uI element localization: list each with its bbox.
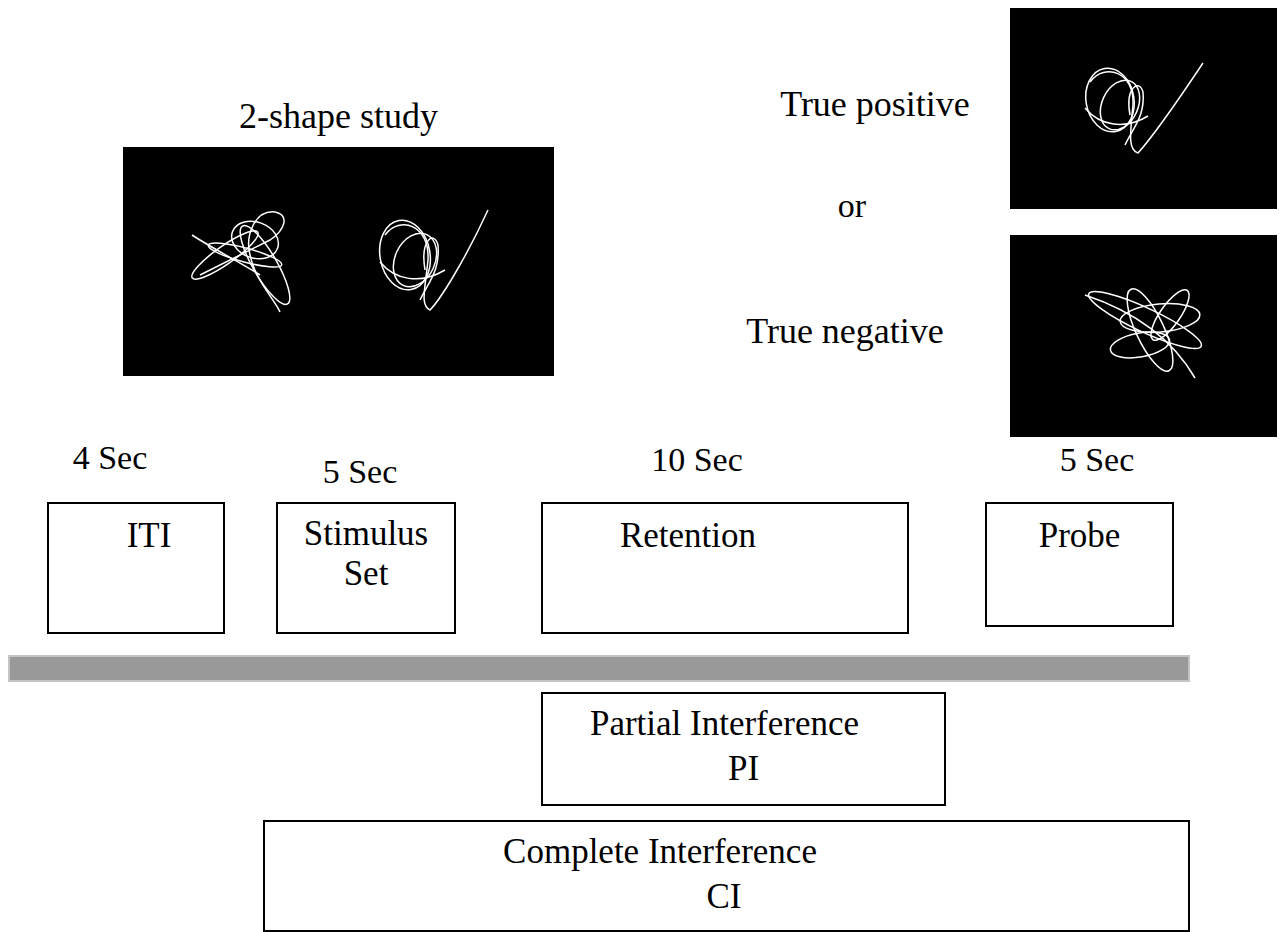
duration-label: 10 Sec (651, 440, 743, 479)
phase-box: ITI (47, 502, 225, 634)
panel-heading: True negative (720, 311, 970, 352)
stimulus-panel: 2-shape study (123, 88, 554, 376)
random-shape (1081, 63, 1203, 153)
box-label: ITI (79, 516, 219, 556)
probe-panel (1010, 235, 1277, 437)
panel-heading: 2-shape study (123, 96, 554, 137)
duration-label: 5 Sec (1060, 440, 1135, 479)
random-shape (1084, 283, 1207, 378)
connector-word: or (838, 186, 866, 225)
panel-heading: True positive (745, 84, 1005, 125)
duration-label: 4 Sec (73, 438, 148, 477)
probe-panel (1010, 8, 1277, 209)
phase-box: Stimulus Set (276, 502, 456, 634)
interference-box: Complete InterferenceCI (263, 820, 1190, 932)
probe-panel: True negative (720, 235, 1277, 437)
box-label: Probe (987, 516, 1172, 556)
random-shape (374, 210, 488, 310)
probe-panel: True positive (740, 8, 1277, 209)
random-shape (187, 212, 298, 312)
box-label: Retention (563, 516, 813, 556)
phase-box: Retention (541, 502, 909, 634)
phase-box: Probe (985, 502, 1174, 627)
box-label: Stimulus Set (282, 514, 450, 595)
interference-box: Partial InterferencePI (541, 692, 946, 806)
timeline-bar (9, 656, 1189, 681)
box-label: Complete Interference (265, 832, 1055, 872)
duration-label: 5 Sec (323, 452, 398, 491)
box-label: PI (543, 749, 944, 789)
box-label: Partial Interference (547, 704, 902, 744)
study-panel (123, 147, 554, 376)
box-label: CI (265, 877, 1183, 917)
